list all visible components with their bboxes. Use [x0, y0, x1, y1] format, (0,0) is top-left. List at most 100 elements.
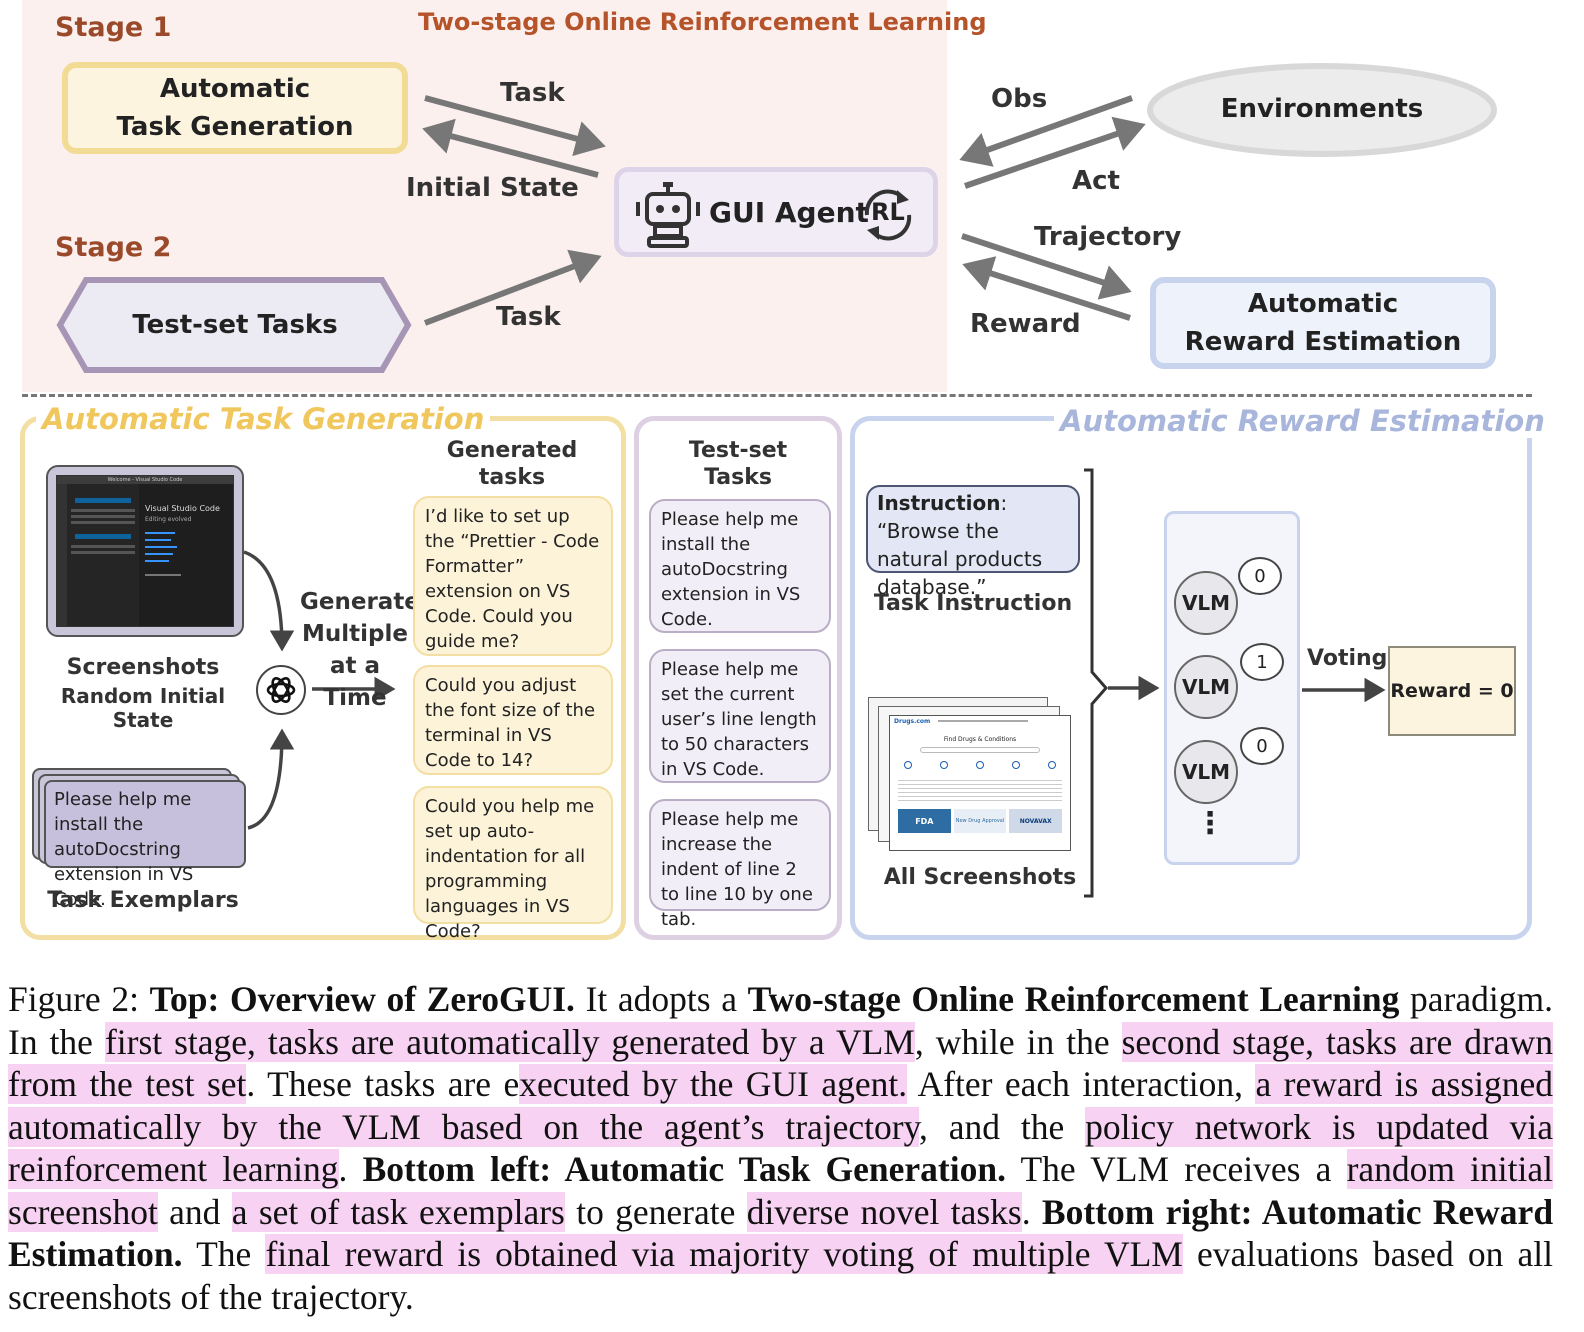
- vlm-node: VLM: [1174, 571, 1238, 635]
- initial-state-label: Initial State: [406, 173, 579, 203]
- caption-bottom-right-heading: Bottom right: Automatic Reward Estimatio…: [8, 1191, 1554, 1275]
- task-generation-title: Automatic Task Generation: [36, 402, 491, 436]
- generate-line3: at a Time: [323, 653, 387, 711]
- generate-line2: Multiple: [302, 621, 408, 647]
- task-exemplars-label: Task Exemplars: [47, 888, 239, 913]
- vote-bubble: 1: [1240, 643, 1284, 681]
- automatic-reward-estimation-box: Automatic Reward Estimation: [1150, 277, 1496, 369]
- voting-label: Voting: [1307, 646, 1388, 671]
- left-flow-arrows: [243, 550, 396, 830]
- caption-text: The VLM receives a: [1020, 1149, 1332, 1189]
- obs-label: Obs: [991, 84, 1048, 114]
- act-label: Act: [1072, 166, 1120, 196]
- generated-tasks-header: Generated tasks: [414, 437, 610, 491]
- environments-label: Environments: [1220, 94, 1424, 124]
- testset-header-line1: Test-set: [688, 438, 788, 463]
- caption-two-stage: Two-stage Online Reinforcement Learning: [747, 979, 1400, 1019]
- testset-tasks-label: Test-set Tasks: [132, 310, 338, 340]
- testset-hexagon: [56, 277, 412, 373]
- vlm-logo-icon: [256, 665, 306, 715]
- caption-text: .: [338, 1149, 348, 1189]
- instruction-label: Instruction: [877, 491, 1001, 515]
- vscode-activity-bar: [57, 484, 67, 626]
- voting-arrow: [1302, 678, 1386, 702]
- vlm-node: VLM: [1174, 655, 1238, 719]
- testset-header-line2: Tasks: [704, 465, 772, 490]
- atg-line1: Automatic: [159, 74, 311, 104]
- caption-bottom-left-heading: Bottom left: Automatic Task Generation.: [362, 1149, 1006, 1189]
- generated-task-card: I’d like to set up the “Prettier - Code …: [413, 496, 613, 656]
- caption-text: , while in the: [914, 1021, 1110, 1062]
- caption-text: paradigm. In the: [8, 979, 1553, 1062]
- trajectory-label: Trajectory: [1034, 222, 1182, 252]
- generate-line1: Generate: [300, 589, 420, 615]
- caption-text: After each interaction,: [917, 1064, 1244, 1104]
- site-heading: Find Drugs & Conditions: [943, 736, 1017, 743]
- stage1-label: Stage 1: [55, 12, 172, 43]
- top-title: Two-stage Online Reinforcement Learning: [418, 8, 987, 36]
- caption-text: The: [196, 1234, 252, 1274]
- automatic-task-generation-box: Automatic Task Generation: [62, 62, 408, 154]
- generated-task-card: Could you adjust the font size of the te…: [413, 665, 613, 775]
- caption-figure-number: Figure 2:: [8, 979, 139, 1019]
- screenshots-label: Screenshots: [66, 655, 220, 680]
- figure-caption: Figure 2: Top: Overview of ZeroGUI. It a…: [8, 978, 1553, 1318]
- caption-text: and: [169, 1191, 221, 1232]
- reward-result-box: Reward = 0: [1388, 646, 1516, 736]
- website-screenshot: Drugs.com Find Drugs & Conditions FDA Ne…: [889, 715, 1071, 851]
- caption-highlight: final reward is obtained via majority vo…: [265, 1234, 1183, 1274]
- caption-text: It adopts a: [585, 979, 737, 1019]
- generated-header-line1: Generated: [446, 438, 578, 463]
- generate-multiple-label: Generate Multiple at a Time: [300, 586, 420, 714]
- caption-highlight: a set of task exemplars: [231, 1191, 565, 1232]
- caption-text: to generate: [576, 1191, 736, 1232]
- vscode-start-links: [145, 532, 185, 592]
- more-vlms-dots: ⋮: [1195, 806, 1225, 841]
- caption-highlight: first stage, tasks are automatically gen…: [104, 1021, 915, 1062]
- rl-label: RL: [871, 198, 905, 226]
- random-initial-state-label: Random Initial State: [60, 684, 226, 732]
- caption-highlight: diverse novel tasks: [746, 1191, 1022, 1232]
- task-instruction-label: Task Instruction: [873, 591, 1073, 616]
- vscode-screenshot-frame: Welcome - Visual Studio Code Visual Stud…: [46, 465, 244, 637]
- robot-icon: [636, 182, 700, 248]
- vscode-subheading: Editing evolved: [145, 516, 192, 523]
- task-exemplar-card: Please help me install the autoDocstring…: [44, 780, 246, 910]
- gui-agent-box: GUI Agent RL: [614, 167, 938, 257]
- testset-task-card: Please help me install the autoDocstring…: [649, 499, 831, 633]
- caption-top-heading: Top: Overview of ZeroGUI.: [149, 979, 575, 1019]
- dashed-separator: [22, 394, 1532, 397]
- fda-badge: FDA: [898, 809, 951, 833]
- site-badges: FDA New Drug Approval NOVAVAX: [898, 809, 1063, 833]
- reward-estimation-title: Automatic Reward Estimation: [1054, 404, 1551, 438]
- are-line1: Automatic: [1247, 289, 1399, 319]
- task-arrow-label-1: Task: [500, 78, 565, 108]
- caption-text: . These tasks are e: [246, 1064, 520, 1104]
- site-header: Drugs.com: [890, 716, 1070, 726]
- caption-highlight: xecuted by the GUI agent.: [519, 1064, 908, 1104]
- vote-bubble: 0: [1238, 557, 1282, 595]
- all-screenshots-label: All Screenshots: [883, 865, 1077, 890]
- gui-agent-label: GUI Agent: [709, 196, 869, 229]
- atg-line2: Task Generation: [116, 112, 354, 142]
- new-drug-badge: New Drug Approval: [953, 809, 1007, 833]
- environments-ellipse: [1147, 63, 1497, 157]
- top-arrows: [422, 95, 1146, 326]
- right-brace: [1084, 468, 1160, 898]
- vscode-screenshot: Welcome - Visual Studio Code Visual Stud…: [56, 475, 234, 627]
- testset-task-card: Please help me set the current user’s li…: [649, 649, 831, 783]
- instruction-card: Instruction: “Browse the natural product…: [866, 485, 1080, 599]
- vlm-node: VLM: [1174, 740, 1238, 804]
- novavax-badge: NOVAVAX: [1009, 809, 1063, 833]
- instruction-text: “Browse the natural products database.”: [877, 519, 1043, 599]
- generated-task-card: Could you help me set up auto-indentatio…: [413, 786, 613, 942]
- caption-text: evaluations based on all screenshots of …: [8, 1234, 1553, 1317]
- site-az-list: [898, 777, 1062, 803]
- rl-cycle-icon: [864, 189, 912, 241]
- testset-tasks-header: Test-set Tasks: [640, 437, 836, 491]
- site-search-box: [920, 747, 1040, 753]
- are-line2: Reward Estimation: [1184, 327, 1462, 357]
- vscode-sidebar: [67, 484, 139, 626]
- generated-header-line2: tasks: [478, 465, 546, 490]
- vote-bubble: 0: [1240, 727, 1284, 765]
